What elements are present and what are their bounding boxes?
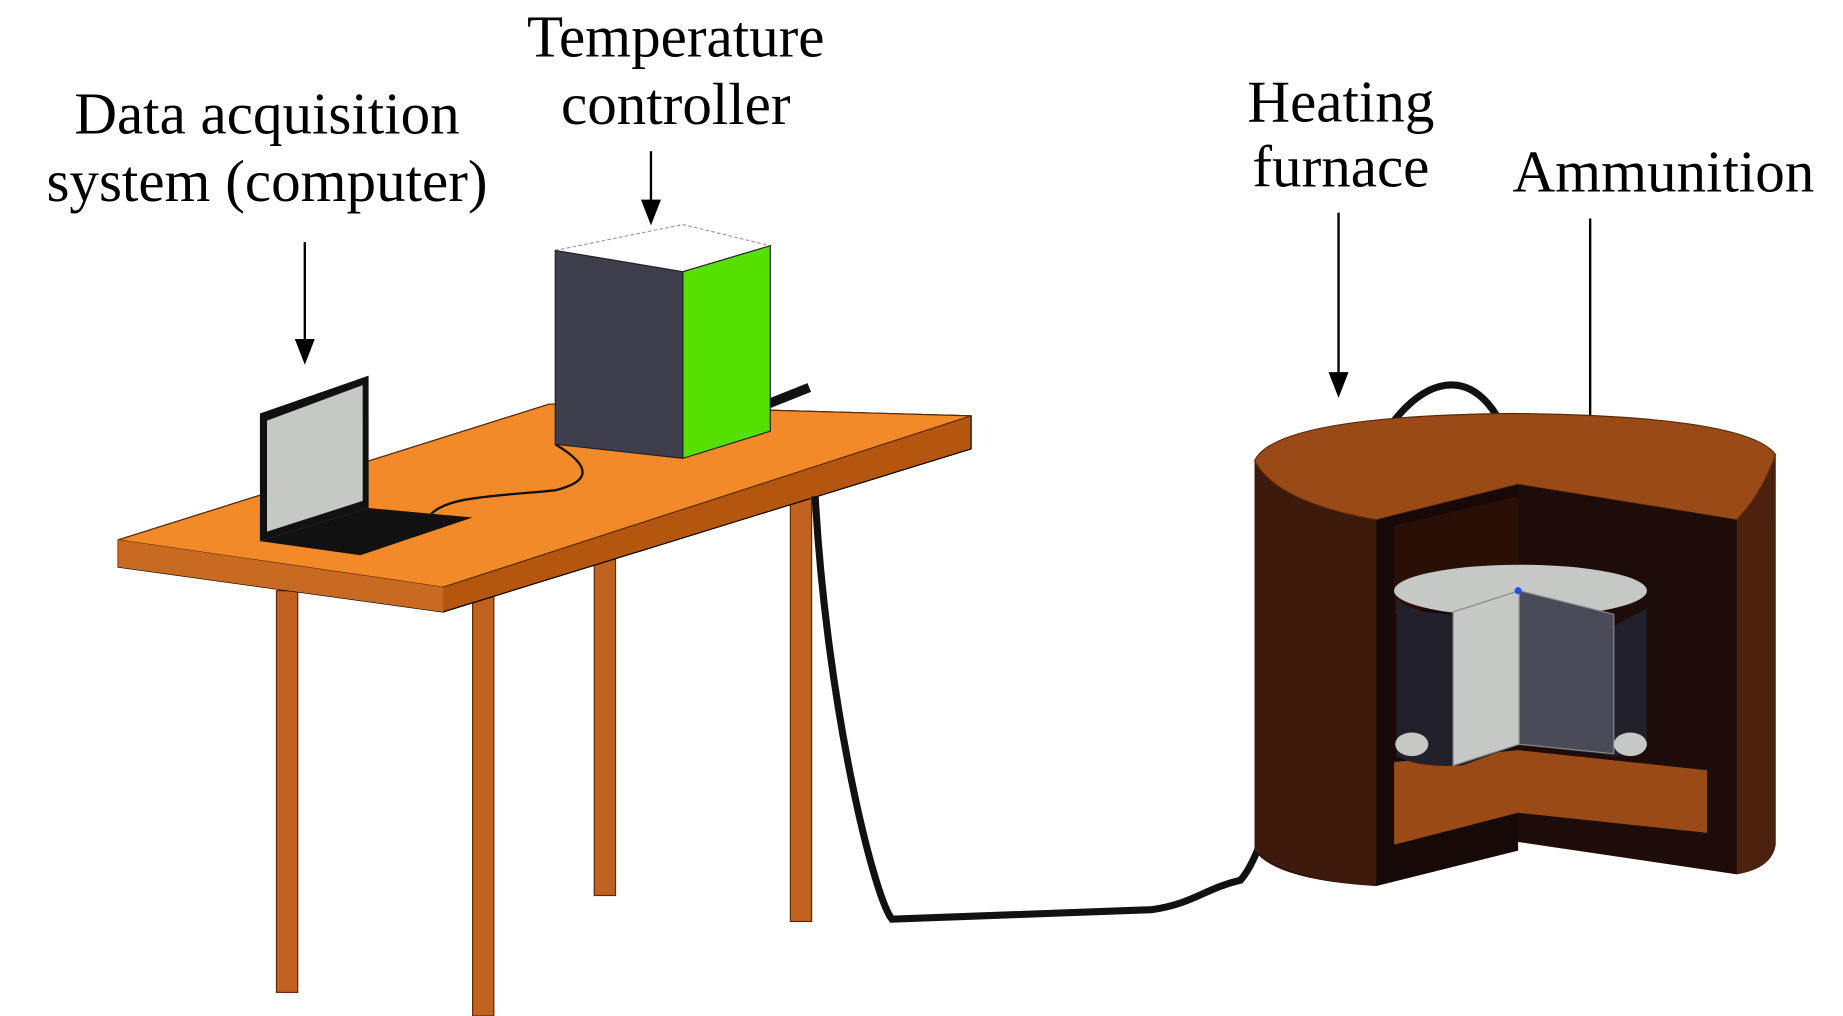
table [117, 403, 972, 613]
table-legs [275, 495, 813, 1016]
temperature-controller [554, 223, 773, 460]
controller-cable [430, 443, 584, 515]
ammunition [1394, 564, 1647, 767]
svg-text:Data acquisition: Data acquisition [74, 80, 459, 146]
svg-text:furnace: furnace [1252, 134, 1429, 200]
label-controller: Temperature controller [527, 4, 824, 137]
svg-text:system (computer): system (computer) [46, 148, 487, 214]
label-ammunition: Ammunition [1513, 138, 1815, 204]
svg-text:Heating: Heating [1247, 69, 1434, 135]
svg-text:controller: controller [561, 71, 791, 137]
label-computer: Data acquisition system (computer) [46, 80, 487, 213]
laptop-computer [259, 375, 473, 556]
label-furnace: Heating furnace [1247, 69, 1434, 200]
svg-text:Temperature: Temperature [527, 4, 824, 70]
